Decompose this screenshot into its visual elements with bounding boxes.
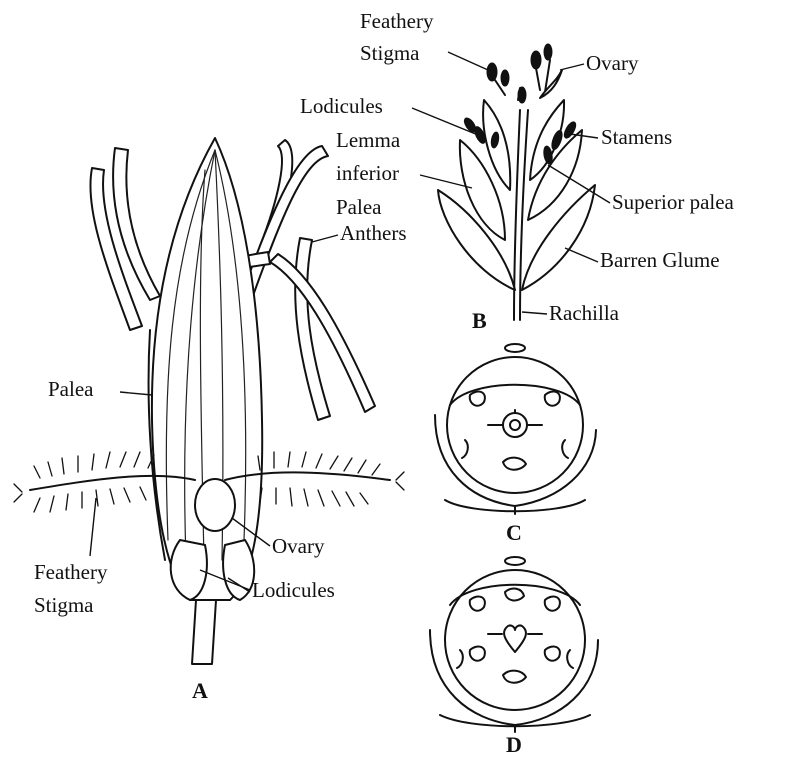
panel-a-id: A [192,678,208,703]
panel-a-label-anthers: Anthers [340,221,407,245]
panel-a-label-feathery-stigma-1: Feathery [34,560,108,584]
panel-b-label-lemma-2: inferior [336,161,399,185]
panel-b-label-barren-glume: Barren Glume [600,248,720,272]
panel-b-label-feathery-stigma-2: Stigma [360,41,420,65]
panel-b-label-ovary: Ovary [586,51,639,75]
panel-d-floral-diagram [430,557,598,732]
panel-a-label-ovary: Ovary [272,534,325,558]
panel-c-floral-diagram [435,344,596,514]
panel-b-label-rachilla: Rachilla [549,301,620,325]
panel-b-leader-feathery-stigma [448,52,488,70]
panel-b-label-superior-palea: Superior palea [612,190,735,214]
panel-a-label-lodicules: Lodicules [252,578,335,602]
panel-b-label-stamens: Stamens [601,125,672,149]
panel-b-label-lemma-1: Lemma [336,128,401,152]
panel-b-ovary [540,70,562,98]
panel-a-ovary [195,479,235,531]
panel-b-leader-ovary [560,64,584,70]
panel-a-leader-feathery-stigma [90,498,96,556]
panel-b-label-feathery-stigma-1: Feathery [360,9,434,33]
panel-a-label-feathery-stigma-2: Stigma [34,593,94,617]
panel-b-leader-rachilla [522,312,547,314]
panel-a-stalk [192,600,216,664]
panel-a-label-palea: Palea [48,377,94,401]
panel-b-id: B [472,308,487,333]
panel-a-leader-anthers [312,235,338,242]
panel-d-id: D [506,732,522,757]
panel-b-label-lodicules: Lodicules [300,94,383,118]
panel-b-label-palea: Palea [336,195,382,219]
panel-b-spikelet-drawing [438,44,595,320]
panel-c-id: C [506,520,522,545]
panel-b-leader-barren-glume [565,248,598,262]
panel-a-leader-palea [120,392,152,395]
